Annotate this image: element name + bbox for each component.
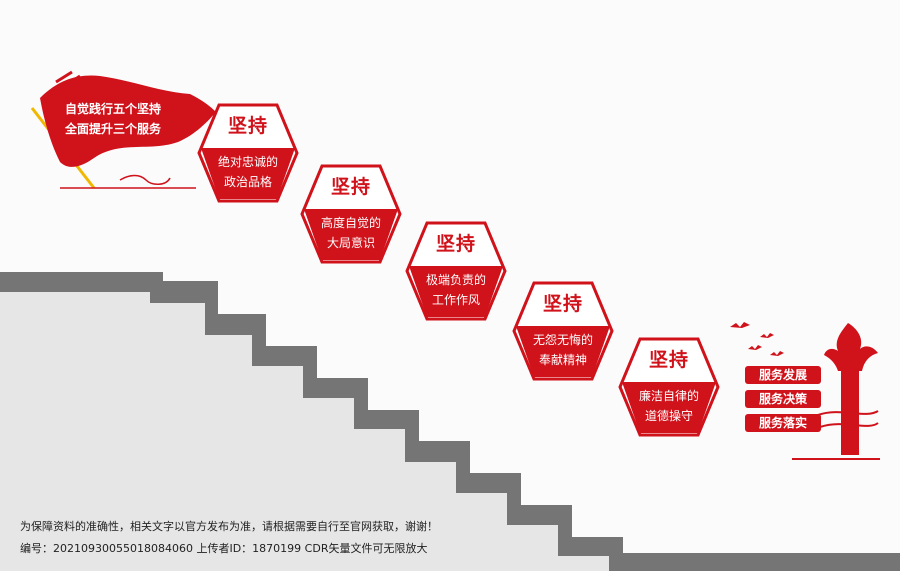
step-line-2: 大局意识 <box>326 236 375 250</box>
service-badge-2: 服务决策 <box>745 390 821 408</box>
step-card-5: 坚持 廉洁自律的 道德操守 <box>618 337 720 437</box>
step-line-1: 无怨无悔的 <box>532 333 593 347</box>
hexagon-shape <box>405 221 507 321</box>
disclaimer-text: 为保障资料的准确性，相关文字以官方发布为准，请根据需要自行至官网获取，谢谢！ <box>20 520 438 533</box>
step-title: 坚持 <box>330 176 371 198</box>
monument-icon <box>730 322 880 460</box>
step-card-1: 坚持 绝对忠诚的 政治品格 <box>197 103 299 203</box>
step-card-4: 坚持 无怨无悔的 奉献精神 <box>512 281 614 381</box>
file-info-text: 编号：20210930055018084060 上传者ID：1870199 CD… <box>20 542 428 555</box>
step-line-1: 极端负责的 <box>425 273 486 287</box>
step-card-3: 坚持 极端负责的 工作作风 <box>405 221 507 321</box>
step-card-2: 坚持 高度自觉的 大局意识 <box>300 164 402 264</box>
hexagon-shape <box>618 337 720 437</box>
hexagon-shape <box>300 164 402 264</box>
service-badge-3: 服务落实 <box>745 414 821 432</box>
step-line-1: 绝对忠诚的 <box>217 155 278 169</box>
stair-wall <box>0 292 609 571</box>
step-title: 坚持 <box>648 349 689 371</box>
step-line-2: 工作作风 <box>431 293 480 307</box>
hexagon-shape <box>197 103 299 203</box>
step-title: 坚持 <box>227 115 268 137</box>
step-line-1: 高度自觉的 <box>320 216 381 230</box>
red-flag-icon <box>30 70 216 189</box>
flag-group: 自觉践行五个坚持 全面提升三个服务 <box>20 70 220 195</box>
step-title: 坚持 <box>542 293 583 315</box>
service-badge-1: 服务发展 <box>745 366 821 384</box>
flag-line-2: 全面提升三个服务 <box>65 122 162 136</box>
step-line-1: 廉洁自律的 <box>638 389 699 403</box>
hexagon-shape <box>512 281 614 381</box>
flag-line-1: 自觉践行五个坚持 <box>65 102 162 116</box>
step-title: 坚持 <box>435 233 476 255</box>
step-line-2: 奉献精神 <box>538 353 587 367</box>
step-line-2: 道德操守 <box>644 409 693 423</box>
step-line-2: 政治品格 <box>223 175 272 189</box>
